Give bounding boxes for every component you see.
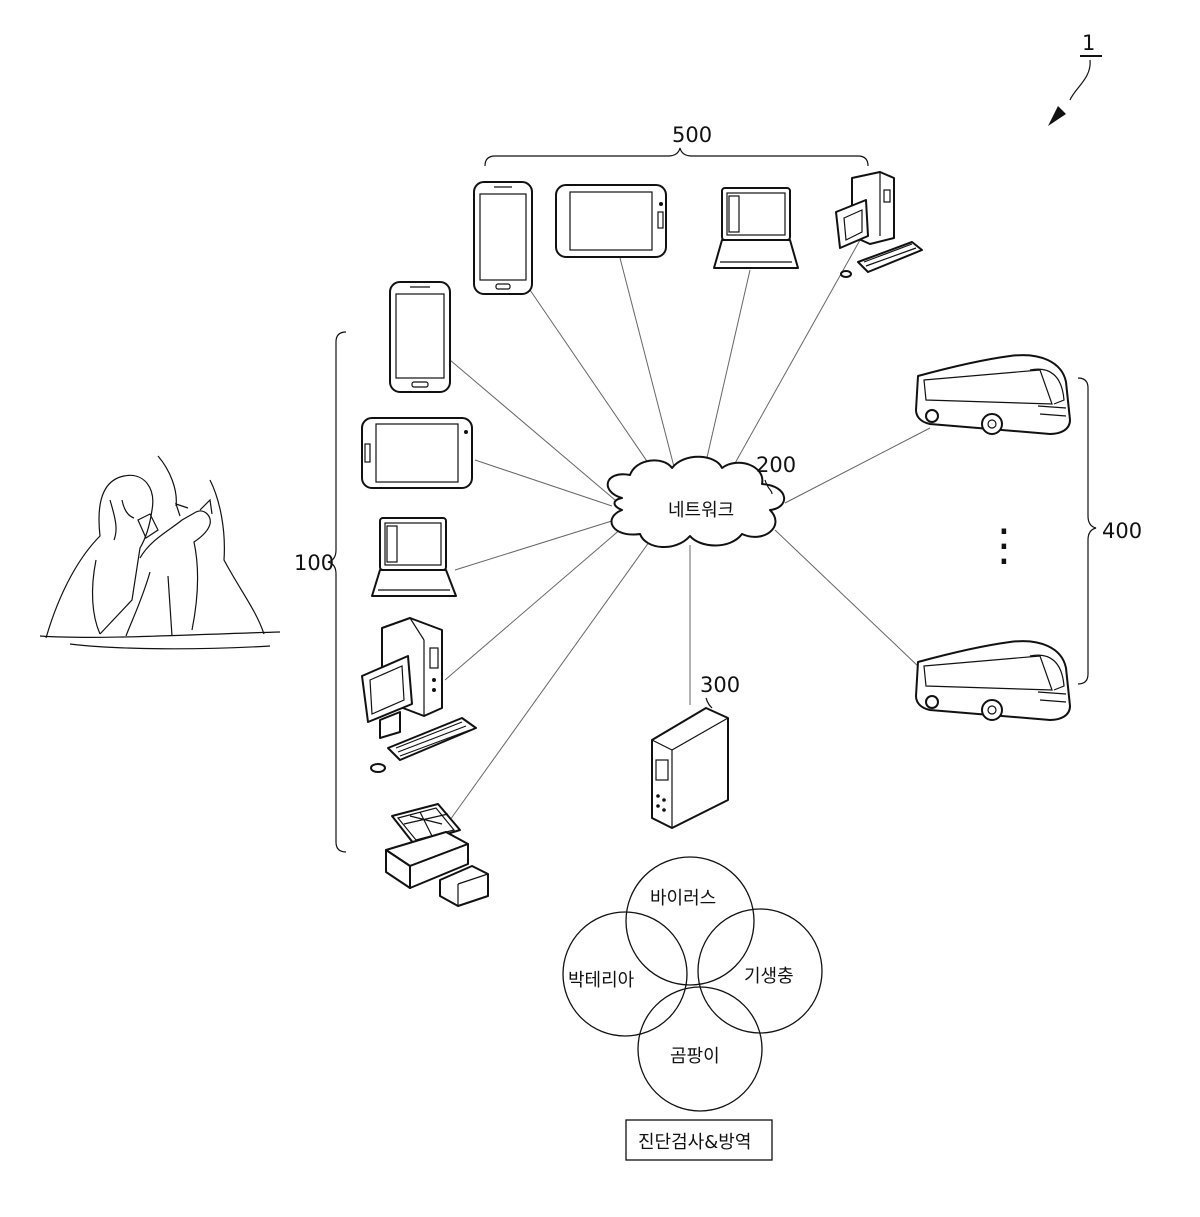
pathogen-virus-label: 바이러스 xyxy=(650,888,716,909)
manager-group-bracket: 500 xyxy=(485,123,868,166)
user-group-label: 100 xyxy=(294,551,334,575)
vehicle-group-label: 400 xyxy=(1102,519,1142,543)
diagnostics-label: 진단검사&방역 xyxy=(638,1132,751,1153)
manager-group-label: 500 xyxy=(672,123,712,147)
diagnostics-box: 진단검사&방역 xyxy=(626,1120,772,1160)
server-ref-label: 300 xyxy=(700,673,740,697)
manager-laptop-icon xyxy=(714,188,798,268)
figure-number-text: 1 xyxy=(1082,31,1095,55)
user-group-bracket: 100 xyxy=(294,332,346,852)
user-tablet-icon xyxy=(362,418,472,488)
network-label: 네트워크 xyxy=(668,500,734,521)
vehicle-group-bracket: 400 xyxy=(1078,378,1142,684)
pathogen-parasite-label: 기생충 xyxy=(744,966,794,987)
user-with-pet-illustration xyxy=(40,456,280,649)
manager-tablet-icon xyxy=(556,185,666,257)
figure-arrow-icon xyxy=(1048,106,1066,126)
pathogen-bacteria-label: 박테리아 xyxy=(568,970,635,991)
vehicle-bus-bottom-icon xyxy=(916,641,1070,720)
server-icon: 300 xyxy=(652,673,740,828)
figure-number: 1 xyxy=(1048,31,1102,126)
pathogen-venn: 바이러스 박테리아 기생충 곰팡이 xyxy=(563,857,822,1111)
user-pos-terminal-icon xyxy=(386,804,488,906)
network-cloud: 네트워크 200 xyxy=(608,453,796,547)
manager-desktop-icon xyxy=(836,172,922,277)
user-smartphone-icon xyxy=(390,282,450,392)
user-laptop-icon xyxy=(372,518,456,596)
venn-circle-top xyxy=(626,857,754,985)
vehicle-bus-top-icon xyxy=(916,355,1070,434)
vehicle-ellipsis: ⋮ xyxy=(982,520,1026,571)
manager-smartphone-icon xyxy=(474,182,532,294)
user-desktop-icon xyxy=(362,618,476,772)
pathogen-fungus-label: 곰팡이 xyxy=(670,1046,720,1067)
network-ref-label: 200 xyxy=(756,453,796,477)
